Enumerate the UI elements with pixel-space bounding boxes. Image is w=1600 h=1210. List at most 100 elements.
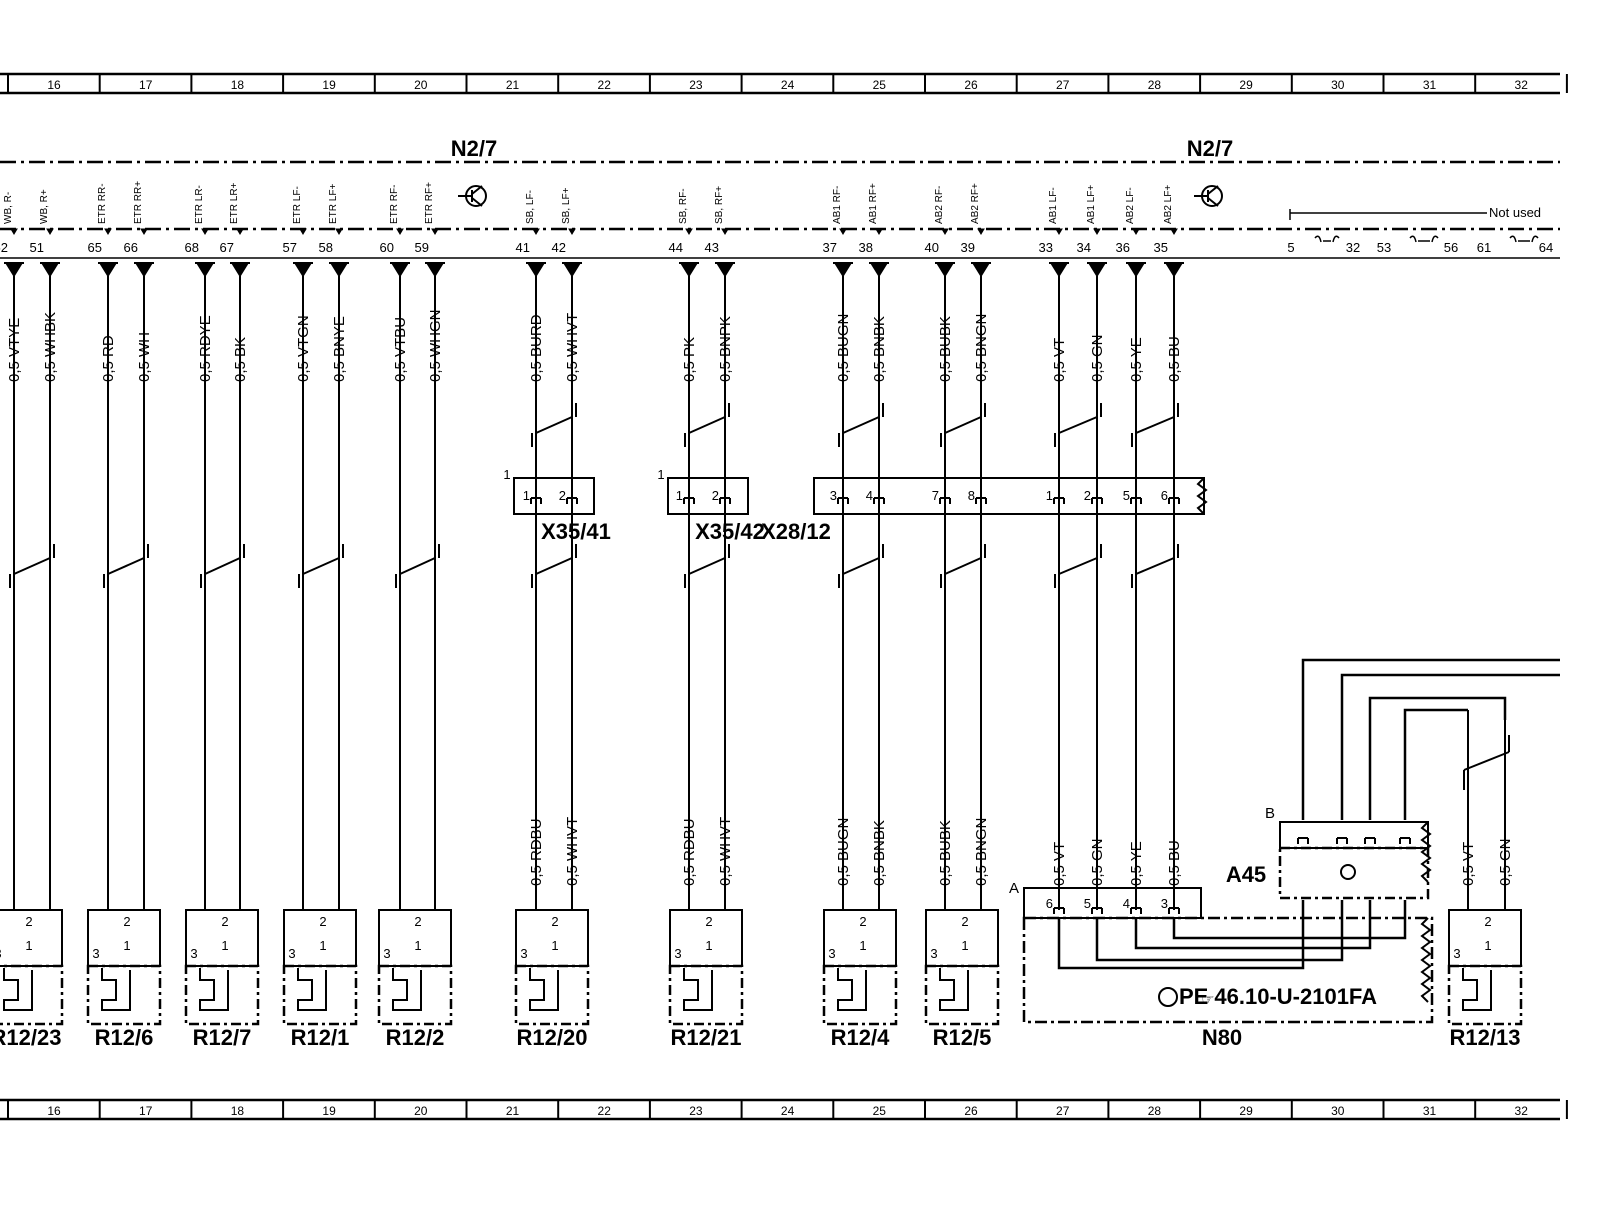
connector-label-X35-41: X35/41 <box>541 519 611 544</box>
n80-internal <box>1095 900 1344 962</box>
module-pin-65: 65 <box>88 240 102 255</box>
component-body <box>822 964 898 1026</box>
twisted-pair-marker <box>1463 751 1510 771</box>
module-pin-37: 37 <box>823 240 837 255</box>
twisted-pair-marker <box>302 557 340 575</box>
wire-label-lower: 0,5 BUGN <box>835 818 852 886</box>
pin-signal-label: ETR RF- <box>389 185 400 224</box>
module-pin-59: 59 <box>415 240 429 255</box>
comp-pin-2: 2 <box>414 914 421 929</box>
comp-pin-3: 3 <box>0 946 2 961</box>
comp-pin-2: 2 <box>319 914 326 929</box>
connector-marker: 1 <box>657 467 664 482</box>
pin-socket <box>201 228 209 235</box>
pin-socket <box>10 228 18 235</box>
pin-arrow <box>715 262 735 278</box>
twisted-pair-marker <box>1058 557 1098 575</box>
speaker-icon <box>3 968 33 1011</box>
twisted-pair-marker <box>204 557 241 575</box>
ruler-label-31: 31 <box>1423 78 1437 92</box>
speaker-icon <box>297 968 327 1011</box>
pin-arrow <box>329 262 349 278</box>
connector-label-x28-12: X28/12 <box>761 519 831 544</box>
wire-label-upper: 0,5 PK <box>681 337 698 382</box>
comp-pin-2: 2 <box>859 914 866 929</box>
n80-pin-4: 4 <box>1123 896 1130 911</box>
not-used-pin-56: 56 <box>1444 240 1458 255</box>
module-pin-40: 40 <box>925 240 939 255</box>
wire-label-lower: 0,5 GN <box>1497 838 1514 886</box>
pin-arrow <box>98 262 118 278</box>
module-pin-60: 60 <box>380 240 394 255</box>
transistor-emitter <box>471 197 483 207</box>
speaker-icon <box>939 968 969 1011</box>
component-label-R12-23: R12/23 <box>0 1025 61 1050</box>
twisted-pair-marker <box>1135 416 1175 434</box>
pin-contact <box>530 498 542 504</box>
wire-label-upper: 0,5 YE <box>1128 337 1145 382</box>
wire-label-upper: 0,5 VT <box>1051 338 1068 382</box>
wire-label-upper: 0,5 BNPK <box>717 316 734 382</box>
a45-connector <box>1279 821 1429 849</box>
connector-pin-1: 1 <box>1046 488 1053 503</box>
pin-signal-label: AB1 RF+ <box>868 183 879 224</box>
ruler-label-31: 31 <box>1423 1104 1437 1118</box>
twisted-pair-marker <box>107 557 145 575</box>
pin-socket <box>431 228 439 235</box>
twisted-pair-marker <box>842 416 880 434</box>
component-label-a45: A45 <box>1226 862 1266 887</box>
twisted-pair-marker <box>688 557 726 575</box>
wire-label-lower: 0,5 GN <box>1089 838 1106 886</box>
pin-contact <box>1168 907 1180 914</box>
ruler-label-17: 17 <box>139 78 153 92</box>
connector-pin-1: 1 <box>676 488 683 503</box>
module-pin-38: 38 <box>859 240 873 255</box>
wire-label-upper: 0,5 WHGN <box>427 309 444 382</box>
harness-line <box>1301 658 1560 820</box>
comp-pin-2: 2 <box>221 914 228 929</box>
connector-pin-4: 4 <box>866 488 873 503</box>
comp-pin-1: 1 <box>961 938 968 953</box>
wire-label-upper: 0,5 WH <box>136 332 153 382</box>
twisted-pair-marker <box>1058 416 1098 434</box>
wire-label-lower: 0,5 BU <box>1166 840 1183 886</box>
pin-socket <box>1132 228 1140 235</box>
pin-socket <box>46 228 54 235</box>
wire-label-upper: 0,5 BNGN <box>973 314 990 382</box>
pin-arrow <box>293 262 313 278</box>
component-label-R12-13: R12/13 <box>1450 1025 1521 1050</box>
pin-socket <box>299 228 307 235</box>
wire-label-upper: 0,5 BUBK <box>937 316 954 382</box>
component-body <box>0 964 64 1026</box>
break-line <box>1420 917 1432 1003</box>
component-label-R12-2: R12/2 <box>386 1025 445 1050</box>
pin-socket <box>396 228 404 235</box>
pin-socket <box>839 228 847 235</box>
twisted-pair-marker <box>535 557 573 575</box>
component-body <box>514 964 590 1026</box>
speaker-icon <box>101 968 131 1011</box>
comp-pin-3: 3 <box>674 946 681 961</box>
comp-pin-2: 2 <box>1484 914 1491 929</box>
connector-pin-7: 7 <box>932 488 939 503</box>
comp-pin-1: 1 <box>859 938 866 953</box>
component-label-R12-5: R12/5 <box>933 1025 992 1050</box>
wire-label-upper: 0,5 VTGN <box>295 315 312 382</box>
pin-contact <box>1053 907 1065 914</box>
pin-arrow <box>935 262 955 278</box>
module-pin-41: 41 <box>516 240 530 255</box>
connector-continuation <box>1196 477 1208 515</box>
wire-label-upper: 0,5 VTBU <box>392 317 409 382</box>
not-used-pin-5: 5 <box>1287 240 1294 255</box>
connector-pin-2: 2 <box>559 488 566 503</box>
ruler-label-16: 16 <box>47 78 61 92</box>
module-pin-44: 44 <box>669 240 683 255</box>
wire-label-upper: 0,5 GN <box>1089 334 1106 382</box>
pin-arrow <box>230 262 250 278</box>
pin-contact <box>1399 837 1411 844</box>
ruler-label-27: 27 <box>1056 1104 1070 1118</box>
pin-contact <box>837 497 849 504</box>
pin-signal-label: SB, RF+ <box>714 186 725 224</box>
